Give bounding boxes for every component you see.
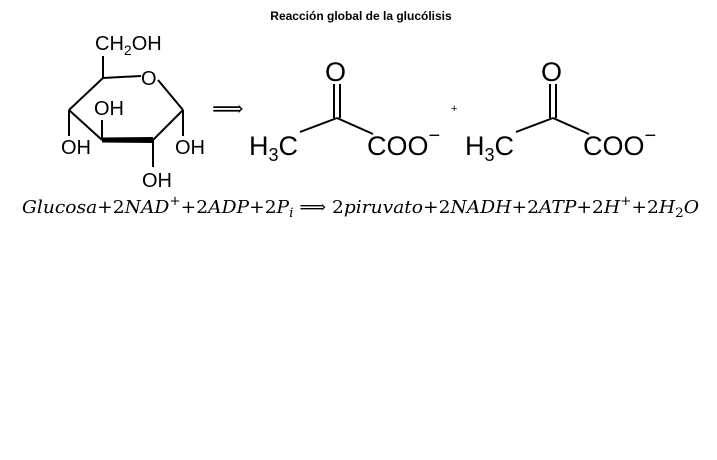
bond-c3-c2-wedge xyxy=(102,137,153,143)
bond-c4-c3 xyxy=(68,109,103,141)
bond-o-c1 xyxy=(157,79,184,111)
glucose-structure: CH2OH O OH OH OH OH xyxy=(61,33,205,192)
carbonyl-oxygen-label: O xyxy=(325,57,346,87)
bond-c-coo xyxy=(552,117,590,135)
reaction-arrow: ⟹ xyxy=(212,97,244,122)
overall-equation: Glucosa+2NAD++2ADP+2Pi ⟹ 2piruvato+2NADH… xyxy=(22,194,699,221)
pyruvate-structure-2: H3C O COO− xyxy=(465,57,656,165)
c2-oh-label: OH xyxy=(142,170,172,192)
carboxylate-label: COO− xyxy=(367,125,440,161)
carboxylate-label: COO− xyxy=(583,125,656,161)
ring-oxygen-label: O xyxy=(141,68,157,90)
bond-c5-o xyxy=(102,75,142,79)
bond-c5-c4 xyxy=(68,77,104,111)
ch2oh-label: CH2OH xyxy=(95,33,162,58)
bond-ch3-c xyxy=(299,117,338,133)
diagram-title: Reacción global de la glucólisis xyxy=(270,9,452,23)
carbonyl-oxygen-label: O xyxy=(541,57,562,87)
c4-oh-label: OH xyxy=(61,137,91,159)
bond-ch3-c xyxy=(515,117,554,133)
c1-oh-label: OH xyxy=(175,137,205,159)
bond-c1-c2 xyxy=(152,109,184,141)
h3c-label: H3C xyxy=(465,131,514,165)
h3c-label: H3C xyxy=(249,131,298,165)
pyruvate-structure-1: H3C O COO− xyxy=(249,57,440,165)
bond-c-coo xyxy=(336,117,374,135)
c3-oh-label: OH xyxy=(94,98,124,120)
plus-sign: + xyxy=(451,103,457,115)
